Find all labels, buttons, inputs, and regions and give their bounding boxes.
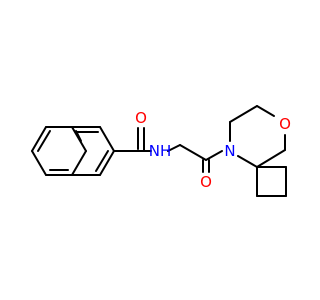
bond-morpholine: [237, 155, 258, 168]
oxygen-atom-label: O: [135, 109, 147, 127]
ring-oxygen-label: O: [279, 115, 291, 133]
bond-layer: [31, 105, 287, 197]
bond-naphthalene: [31, 126, 47, 152]
bond-carbonyl-n: [205, 150, 223, 161]
oxygen-atom-label: O: [200, 173, 212, 191]
bond-naphthalene-double: [95, 150, 109, 172]
bond-morpholine: [256, 105, 275, 117]
amide-nitrogen-label: NH: [149, 142, 172, 160]
bond-chain: [167, 144, 181, 152]
bond-naphthalene: [99, 126, 115, 152]
molecule-structure-canvas: O NH O N O: [31, 105, 291, 197]
atom-label-layer: O NH O N O: [135, 109, 291, 191]
molecule-diagram: O NH O N O: [31, 105, 291, 197]
bond-naphthalene-double: [37, 130, 51, 152]
bond-naphthalene: [71, 150, 87, 176]
bond-chain: [179, 144, 207, 161]
bond-naphthalene: [99, 150, 115, 176]
ring-nitrogen-label: N: [224, 142, 235, 160]
bond-naphthalene: [31, 150, 47, 176]
bond-morpholine: [229, 105, 258, 123]
bond-morpholine: [256, 149, 286, 168]
